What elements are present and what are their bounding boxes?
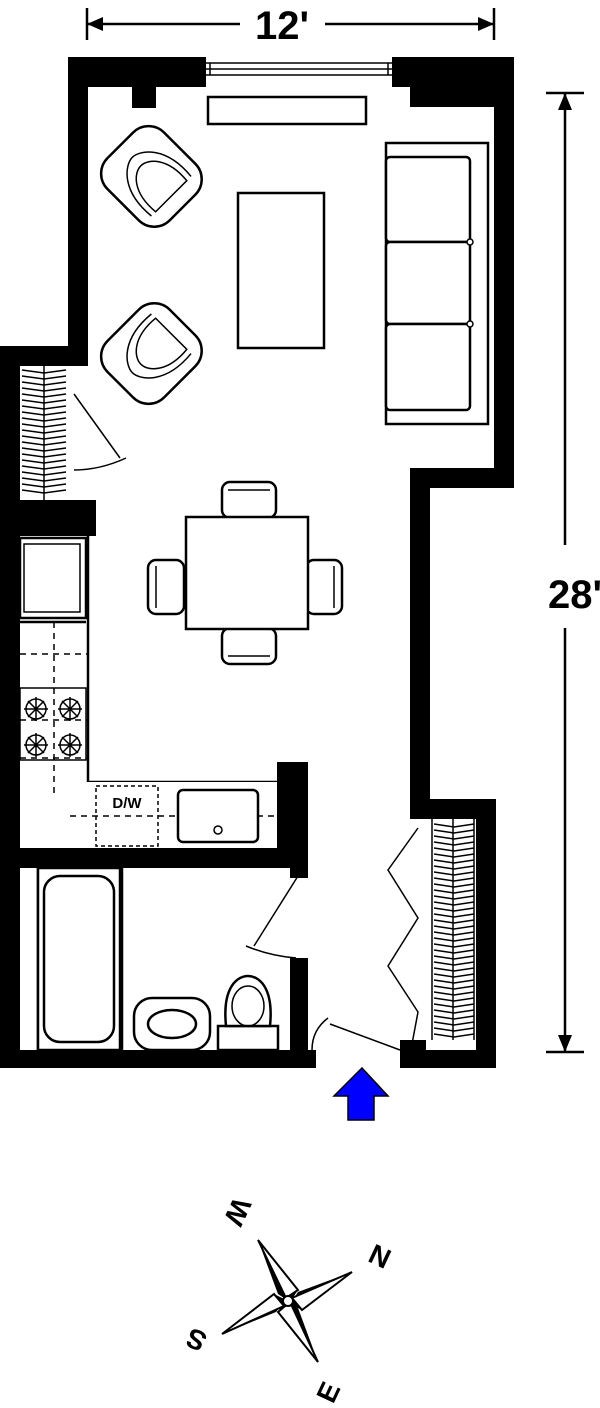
closet-left <box>20 366 68 500</box>
dishwasher-label: D/W <box>112 795 142 812</box>
bathroom-sink <box>132 996 212 1052</box>
bathroom-door-swing <box>245 875 299 959</box>
kitchen-sink <box>176 788 260 844</box>
sofa <box>384 141 490 426</box>
compass-rose: N E S W <box>181 1193 395 1407</box>
stove <box>19 687 87 761</box>
armchair-bottom <box>99 302 203 406</box>
compass-east: E <box>310 1377 346 1407</box>
entry-arrow-icon <box>332 1066 390 1121</box>
entry-door-swing <box>311 1017 401 1051</box>
width-label: 12' <box>255 4 309 48</box>
closet-right <box>430 819 476 1040</box>
window <box>206 58 392 85</box>
closet-door-swing <box>73 393 127 471</box>
dining-set <box>146 480 344 666</box>
refrigerator <box>18 536 88 620</box>
dishwasher <box>95 785 159 847</box>
bathroom <box>20 866 290 1052</box>
compass-north: N <box>364 1238 395 1275</box>
length-dimension: 28' <box>546 91 600 1054</box>
armchair-top <box>99 124 203 228</box>
width-dimension: 12' <box>85 4 496 48</box>
kitchen-counter: D/W <box>70 782 277 848</box>
compass-south: S <box>181 1322 211 1358</box>
radiator <box>206 95 368 126</box>
toilet <box>216 974 280 1052</box>
coffee-table <box>236 191 326 350</box>
dining-table <box>184 515 310 631</box>
compass-west: W <box>218 1193 258 1231</box>
closet-bifold-doors <box>387 827 419 1045</box>
length-label: 28' <box>548 573 600 617</box>
stove-burners <box>24 697 82 757</box>
